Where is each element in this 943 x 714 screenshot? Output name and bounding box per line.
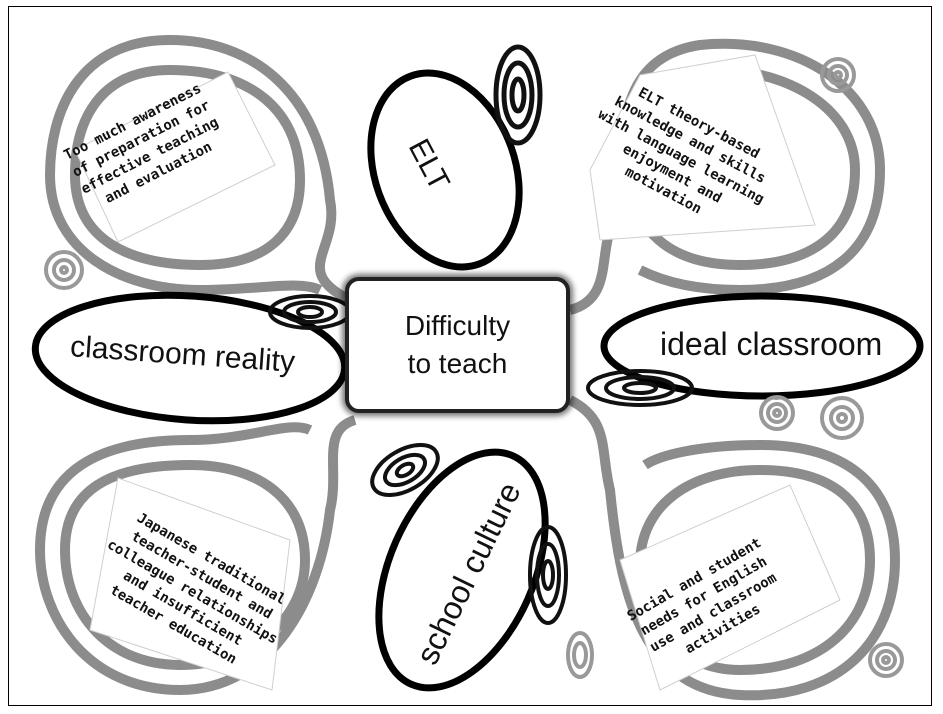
oval-elt-shape	[367, 69, 523, 271]
loop-top-left-inner	[69, 65, 306, 271]
oval-classroom-reality-shape	[31, 291, 349, 425]
center-title-line-2: to teach	[407, 348, 508, 379]
oval-school-culture-shape	[375, 448, 549, 692]
note-cards	[74, 54, 841, 691]
black-ovals	[31, 69, 924, 692]
spiral-black-bottom-left	[370, 443, 440, 497]
center-box: Difficulty to teach	[345, 277, 570, 413]
spirals	[44, 44, 904, 679]
diagram-border	[8, 6, 932, 706]
spiral-black-top	[493, 44, 543, 146]
note-card-bottom-left	[89, 477, 291, 691]
loop-bottom-left-inner	[59, 459, 311, 670]
oval-ideal-classroom-label: ideal classroom	[660, 326, 883, 362]
spiral-black-left	[268, 294, 352, 330]
note-card-bottom-right	[619, 484, 841, 691]
loop-top-left	[44, 34, 353, 305]
loop-bottom-right	[567, 395, 901, 701]
spiral-gray-group	[44, 57, 904, 679]
spiral-black-right	[586, 369, 694, 407]
note-card-top-left	[74, 71, 276, 243]
oval-ideal-classroom-shape	[600, 292, 924, 400]
loop-bottom-left	[34, 415, 357, 696]
spiral-black-bottom-right	[528, 525, 568, 625]
center-title-line-1: Difficulty	[404, 310, 511, 341]
note-card-top-right	[589, 54, 816, 241]
